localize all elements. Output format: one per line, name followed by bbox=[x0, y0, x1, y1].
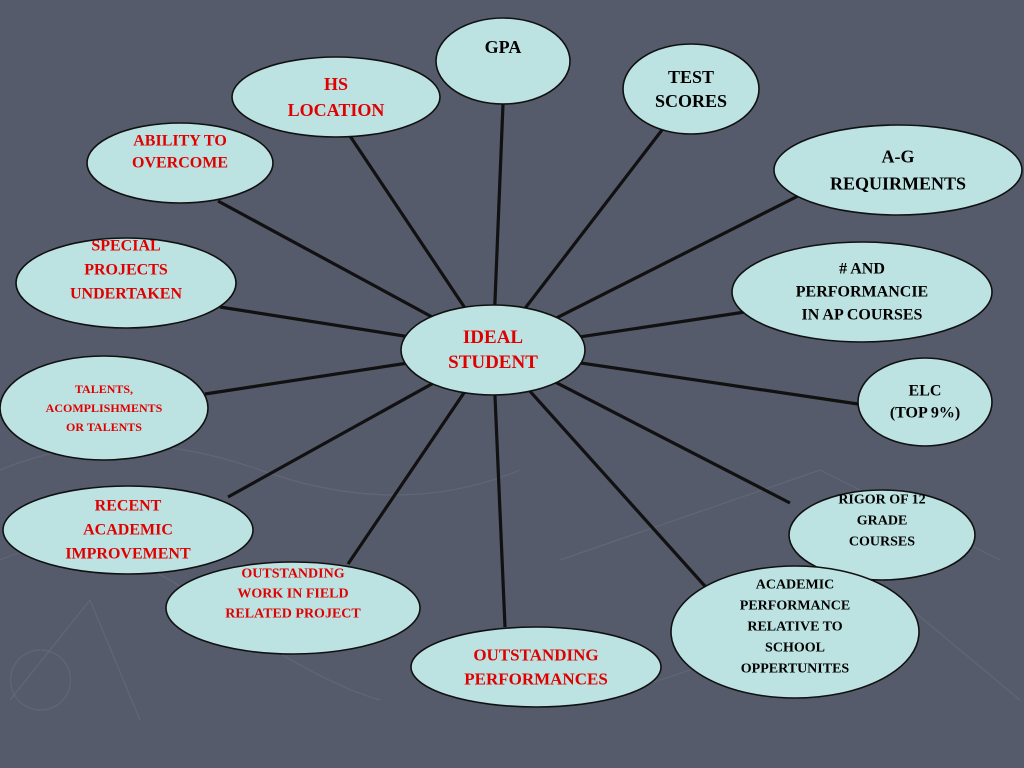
node-label-line: SCHOOL bbox=[765, 641, 825, 656]
node-label-line: OUTSTANDING bbox=[241, 567, 344, 582]
node-label-line: IMPROVEMENT bbox=[65, 546, 191, 563]
node-ellipse bbox=[86, 122, 274, 204]
node-label-line: # AND bbox=[839, 261, 885, 278]
node-label-line: HS bbox=[324, 74, 348, 94]
node-label-line: OR TALENTS bbox=[66, 420, 142, 434]
node-label-line: IN AP COURSES bbox=[802, 307, 923, 324]
node-rigor-12-grade: RIGOR OF 12 GRADE COURSES bbox=[788, 489, 976, 581]
node-label-line: TEST bbox=[668, 67, 714, 87]
node-a-g-requirments: A-G REQUIRMENTS bbox=[773, 124, 1023, 216]
node-label-line: RELATIVE TO bbox=[747, 620, 842, 635]
node-ellipse bbox=[788, 489, 976, 581]
node-recent-improvement: RECENT ACADEMIC IMPROVEMENT bbox=[2, 485, 254, 575]
node-label-line: REQUIRMENTS bbox=[830, 174, 966, 194]
node-label-line: RECENT bbox=[95, 498, 162, 515]
node-test-scores: TEST SCORES bbox=[622, 43, 760, 135]
node-label-line: ELC bbox=[909, 383, 942, 400]
node-label-line: RIGOR OF 12 bbox=[838, 493, 925, 508]
node-label-line: WORK IN FIELD bbox=[237, 587, 348, 602]
node-ellipse bbox=[857, 357, 993, 447]
node-ellipse bbox=[2, 485, 254, 575]
node-ellipse bbox=[410, 626, 662, 708]
node-elc: ELC (TOP 9%) bbox=[857, 357, 993, 447]
node-outstanding-work: OUTSTANDING WORK IN FIELD RELATED PROJECT bbox=[165, 561, 421, 655]
node-ellipse bbox=[400, 304, 586, 396]
node-label-line: ACADEMIC bbox=[83, 522, 173, 539]
node-ellipse bbox=[731, 241, 993, 343]
node-hs-location: HS LOCATION bbox=[231, 56, 441, 138]
node-academic-performance: ACADEMIC PERFORMANCE RELATIVE TO SCHOOL OPPE… bbox=[670, 565, 920, 699]
node-ellipse bbox=[15, 237, 237, 329]
node-ellipse bbox=[165, 561, 421, 655]
node-label-line: GPA bbox=[485, 37, 522, 57]
node-special-projects: SPECIAL PROJECTS UNDERTAKEN bbox=[15, 237, 237, 329]
node-label-line: ACADEMIC bbox=[756, 578, 835, 593]
node-label-line: PERFORMANCE bbox=[740, 599, 850, 614]
node-label-line: PERFORMANCES bbox=[464, 670, 608, 689]
spoke-outstanding-performances bbox=[491, 349, 507, 628]
node-label-line: (TOP 9%) bbox=[890, 405, 960, 422]
node-label-line: GRADE bbox=[857, 514, 908, 529]
node-label-line: TALENTS, bbox=[75, 382, 133, 396]
node-talents: TALENTS, ACOMPLISHMENTS OR TALENTS bbox=[0, 355, 209, 461]
node-label-line: OUTSTANDING bbox=[473, 646, 598, 665]
node-gpa: GPA bbox=[435, 17, 571, 105]
node-ellipse bbox=[435, 17, 571, 105]
node-label-line: IDEAL bbox=[463, 327, 523, 348]
center-node-ideal-student: IDEAL STUDENT bbox=[400, 304, 586, 396]
node-label-line: ABILITY TO bbox=[133, 133, 227, 150]
node-label-line: OVERCOME bbox=[132, 155, 228, 172]
nodes: GPA TEST SCORES A-G REQUIRMENTS # AND PERFORMA… bbox=[0, 17, 1023, 708]
node-label-line: PROJECTS bbox=[84, 262, 168, 279]
node-ap-courses: # AND PERFORMANCIE IN AP COURSES bbox=[731, 241, 993, 343]
node-label-line: SPECIAL bbox=[91, 238, 160, 255]
node-label-line: UNDERTAKEN bbox=[70, 286, 182, 303]
node-label-line: RELATED PROJECT bbox=[225, 607, 361, 622]
node-label-line: STUDENT bbox=[448, 352, 538, 373]
node-ability-to-overcome: ABILITY TO OVERCOME bbox=[86, 122, 274, 204]
node-ellipse bbox=[622, 43, 760, 135]
node-label-line: ACOMPLISHMENTS bbox=[46, 401, 163, 415]
node-label-line: A-G bbox=[882, 147, 915, 167]
node-label-line: PERFORMANCIE bbox=[796, 284, 928, 301]
node-label-line: LOCATION bbox=[288, 100, 385, 120]
node-ellipse bbox=[231, 56, 441, 138]
node-ellipse bbox=[670, 565, 920, 699]
node-label-line: COURSES bbox=[849, 535, 915, 550]
node-label-line: SCORES bbox=[655, 91, 727, 111]
node-outstanding-performances: OUTSTANDING PERFORMANCES bbox=[410, 626, 662, 708]
node-ellipse bbox=[773, 124, 1023, 216]
node-label-line: OPPERTUNITES bbox=[741, 662, 850, 677]
node-ellipse bbox=[0, 355, 209, 461]
